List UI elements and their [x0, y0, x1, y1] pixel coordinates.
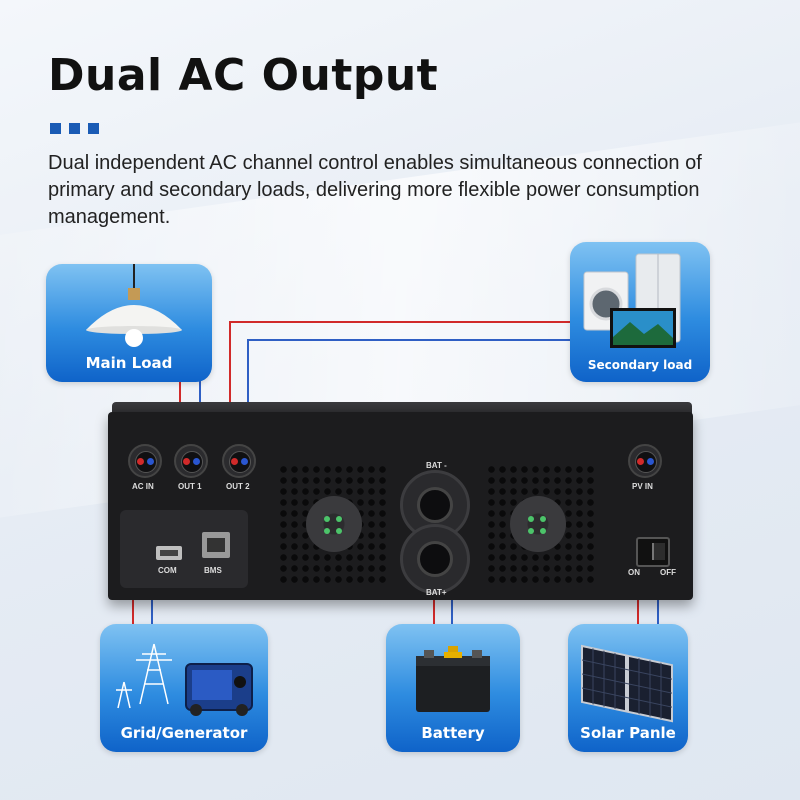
out2-port[interactable]: [222, 444, 256, 478]
out1-port[interactable]: [174, 444, 208, 478]
out1-label: OUT 1: [178, 482, 202, 491]
pv-in-label: PV IN: [632, 482, 653, 491]
out2-label: OUT 2: [226, 482, 250, 491]
solar-panel-label: Solar Panle: [580, 724, 676, 742]
main-load-card[interactable]: Main Load: [46, 264, 212, 382]
appliances-icon: [583, 253, 681, 348]
solar-panel-card[interactable]: Solar Panle: [568, 624, 688, 752]
solar-panel-icon: [581, 644, 673, 723]
switch-on-label: ON: [628, 568, 640, 577]
bms-label: BMS: [204, 566, 222, 575]
switch-off-label: OFF: [660, 568, 676, 577]
bat-plus-terminal[interactable]: [400, 524, 470, 594]
power-switch[interactable]: [636, 537, 670, 567]
grid-generator-icon: [116, 643, 253, 716]
battery-card[interactable]: Battery: [386, 624, 520, 752]
ac-in-label: AC IN: [132, 482, 154, 491]
grid-generator-card[interactable]: Grid/Generator: [100, 624, 268, 752]
page-description: Dual independent AC channel control enab…: [48, 152, 702, 228]
com-label: COM: [158, 566, 177, 575]
bat-minus-label: BAT -: [426, 461, 447, 470]
inverter-front-panel: AC IN OUT 1 OUT 2 COM BMS BAT - BAT+ PV …: [108, 412, 693, 600]
title-accent-dots: [50, 123, 99, 134]
bms-port[interactable]: [202, 532, 230, 558]
ac-in-port[interactable]: [128, 444, 162, 478]
inverter-unit: AC IN OUT 1 OUT 2 COM BMS BAT - BAT+ PV …: [108, 402, 693, 600]
pv-in-port[interactable]: [628, 444, 662, 478]
grid-generator-label: Grid/Generator: [120, 724, 248, 742]
battery-icon: [416, 646, 490, 712]
bat-plus-label: BAT+: [426, 588, 447, 597]
pendant-lamp-icon: [86, 264, 182, 347]
main-load-label: Main Load: [85, 354, 173, 372]
com-port[interactable]: [156, 546, 182, 560]
left-fan: [306, 496, 362, 552]
page-title: Dual AC Output: [48, 50, 439, 101]
secondary-load-label: Secondary load: [587, 358, 693, 372]
communication-panel: COM BMS: [120, 510, 248, 588]
secondary-load-card[interactable]: Secondary load: [570, 242, 710, 382]
battery-label: Battery: [421, 724, 485, 742]
right-fan: [510, 496, 566, 552]
